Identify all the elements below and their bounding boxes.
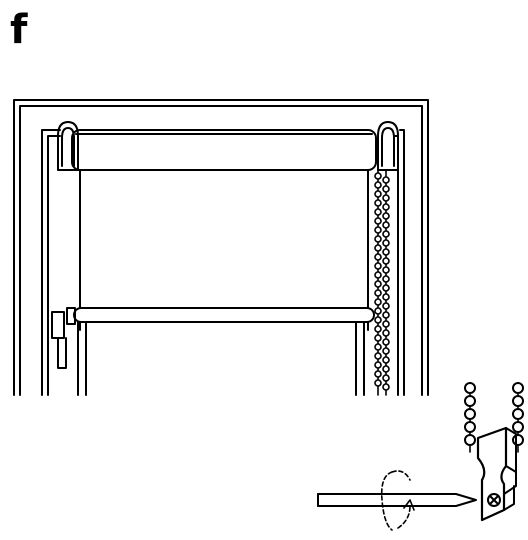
rotation-arrow-icon — [380, 470, 415, 531]
chain-bead — [374, 181, 382, 189]
chain-bead — [374, 208, 382, 216]
chain-bead — [374, 253, 382, 261]
chain-bead — [382, 347, 390, 355]
window-frame — [13, 99, 429, 396]
chain-bead — [382, 356, 390, 364]
chain-bead — [512, 382, 524, 394]
chain-bead — [382, 176, 390, 184]
chain-bead — [512, 434, 524, 446]
chain-bead — [382, 302, 390, 310]
chain-bead — [374, 379, 382, 387]
chain-bead — [464, 408, 476, 420]
chain-bead — [374, 235, 382, 243]
chain-bead — [374, 217, 382, 225]
chain-bead — [374, 298, 382, 306]
chain-bead — [382, 266, 390, 274]
chain-bead — [382, 338, 390, 346]
chain-bead — [382, 374, 390, 382]
chain-bead — [374, 280, 382, 288]
chain-bead — [374, 199, 382, 207]
chain-bead — [382, 239, 390, 247]
chain-bead — [374, 262, 382, 270]
chain-bead — [374, 271, 382, 279]
bead-chain-icon — [374, 169, 390, 396]
chain-bead — [374, 334, 382, 342]
chain-bead — [382, 365, 390, 373]
chain-bead — [512, 421, 524, 433]
chain-bead — [374, 190, 382, 198]
roller-blind-icon — [57, 121, 399, 331]
chain-bead — [464, 395, 476, 407]
chain-bead — [374, 370, 382, 378]
chain-bead — [382, 185, 390, 193]
screwdriver-icon — [317, 493, 477, 507]
chain-bead — [382, 194, 390, 202]
step-label: f — [10, 7, 28, 53]
chain-bead — [374, 307, 382, 315]
chain-bead — [382, 293, 390, 301]
chain-bead — [382, 320, 390, 328]
chain-bead — [464, 434, 476, 446]
chain-bead — [374, 289, 382, 297]
chain-bead — [382, 230, 390, 238]
chain-bead — [382, 221, 390, 229]
chain-bead — [382, 257, 390, 265]
chain-bead — [382, 212, 390, 220]
chain-bead — [382, 275, 390, 283]
chain-bead — [382, 383, 390, 391]
chain-bead — [374, 325, 382, 333]
chain-bead — [374, 316, 382, 324]
chain-bead — [382, 284, 390, 292]
chain-bead — [374, 226, 382, 234]
chain-bead — [382, 248, 390, 256]
chain-bead — [464, 421, 476, 433]
chain-bead — [464, 382, 476, 394]
chain-bead — [374, 343, 382, 351]
chain-bead — [374, 244, 382, 252]
chain-bead — [374, 361, 382, 369]
chain-bead — [382, 329, 390, 337]
window-handle — [51, 307, 76, 369]
chain-bead — [512, 395, 524, 407]
chain-bead — [374, 172, 382, 180]
chain-tensioner-icon — [464, 382, 524, 522]
chain-bead — [512, 408, 524, 420]
chain-bead — [374, 352, 382, 360]
chain-bead — [382, 203, 390, 211]
chain-bead — [382, 311, 390, 319]
